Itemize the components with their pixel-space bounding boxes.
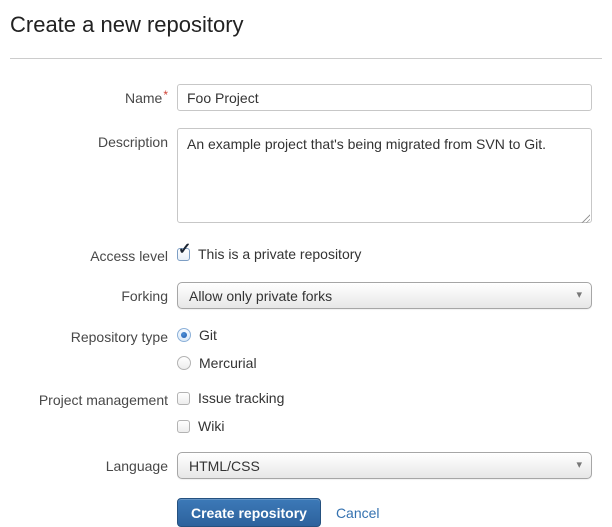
create-repository-button[interactable]: Create repository: [177, 498, 321, 527]
wiki-checkbox[interactable]: ✓: [177, 419, 190, 433]
name-row: Name*: [10, 84, 602, 111]
issue-tracking-checkbox[interactable]: ✓: [177, 391, 190, 405]
radio-dot-icon: [181, 332, 187, 338]
mercurial-radio[interactable]: [177, 356, 191, 370]
project-management-row: Project management ✓ Issue tracking ✓ Wi…: [10, 389, 602, 435]
resize-grip-icon[interactable]: [580, 213, 590, 223]
repository-type-option-git: Git: [177, 326, 592, 344]
checkmark-icon: ✓: [178, 240, 192, 258]
form-actions: Create repository Cancel: [177, 498, 602, 527]
chevron-down-icon: ▾: [576, 289, 582, 301]
language-select-value: HTML/CSS: [189, 457, 260, 474]
required-asterisk: *: [163, 88, 168, 102]
access-level-row: Access level ✓ This is a private reposit…: [10, 241, 602, 265]
repository-type-row: Repository type Git Mercurial: [10, 326, 602, 372]
language-label: Language: [105, 458, 168, 474]
language-row: Language HTML/CSS ▾: [10, 452, 602, 479]
repository-type-option-mercurial: Mercurial: [177, 354, 592, 372]
forking-label: Forking: [121, 288, 168, 304]
page-title: Create a new repository: [10, 12, 244, 37]
issue-tracking-option: ✓ Issue tracking: [177, 389, 592, 407]
forking-select-value: Allow only private forks: [189, 287, 333, 304]
git-radio-label[interactable]: Git: [199, 327, 217, 343]
repository-type-label: Repository type: [70, 329, 168, 345]
project-management-label: Project management: [38, 392, 168, 408]
description-textarea[interactable]: An example project that's being migrated…: [177, 128, 592, 223]
forking-select[interactable]: Allow only private forks ▾: [177, 282, 592, 309]
access-level-label: Access level: [90, 248, 168, 264]
wiki-option: ✓ Wiki: [177, 417, 592, 435]
create-repository-form: Name* Description An example project tha…: [10, 84, 602, 527]
description-row: Description An example project that's be…: [10, 128, 602, 228]
mercurial-radio-label[interactable]: Mercurial: [199, 355, 257, 371]
private-repository-option: ✓ This is a private repository: [177, 241, 592, 263]
name-input[interactable]: [177, 84, 592, 111]
git-radio[interactable]: [177, 328, 191, 342]
issue-tracking-option-label[interactable]: Issue tracking: [198, 390, 285, 406]
private-repository-checkbox[interactable]: ✓: [177, 241, 191, 261]
divider: [10, 58, 602, 59]
language-select[interactable]: HTML/CSS ▾: [177, 452, 592, 479]
forking-row: Forking Allow only private forks ▾: [10, 282, 602, 309]
private-repository-option-label[interactable]: This is a private repository: [198, 246, 362, 262]
name-label: Name*: [124, 88, 168, 106]
wiki-option-label[interactable]: Wiki: [198, 418, 225, 434]
cancel-link[interactable]: Cancel: [335, 504, 380, 521]
chevron-down-icon: ▾: [576, 459, 582, 471]
description-label: Description: [97, 134, 168, 150]
